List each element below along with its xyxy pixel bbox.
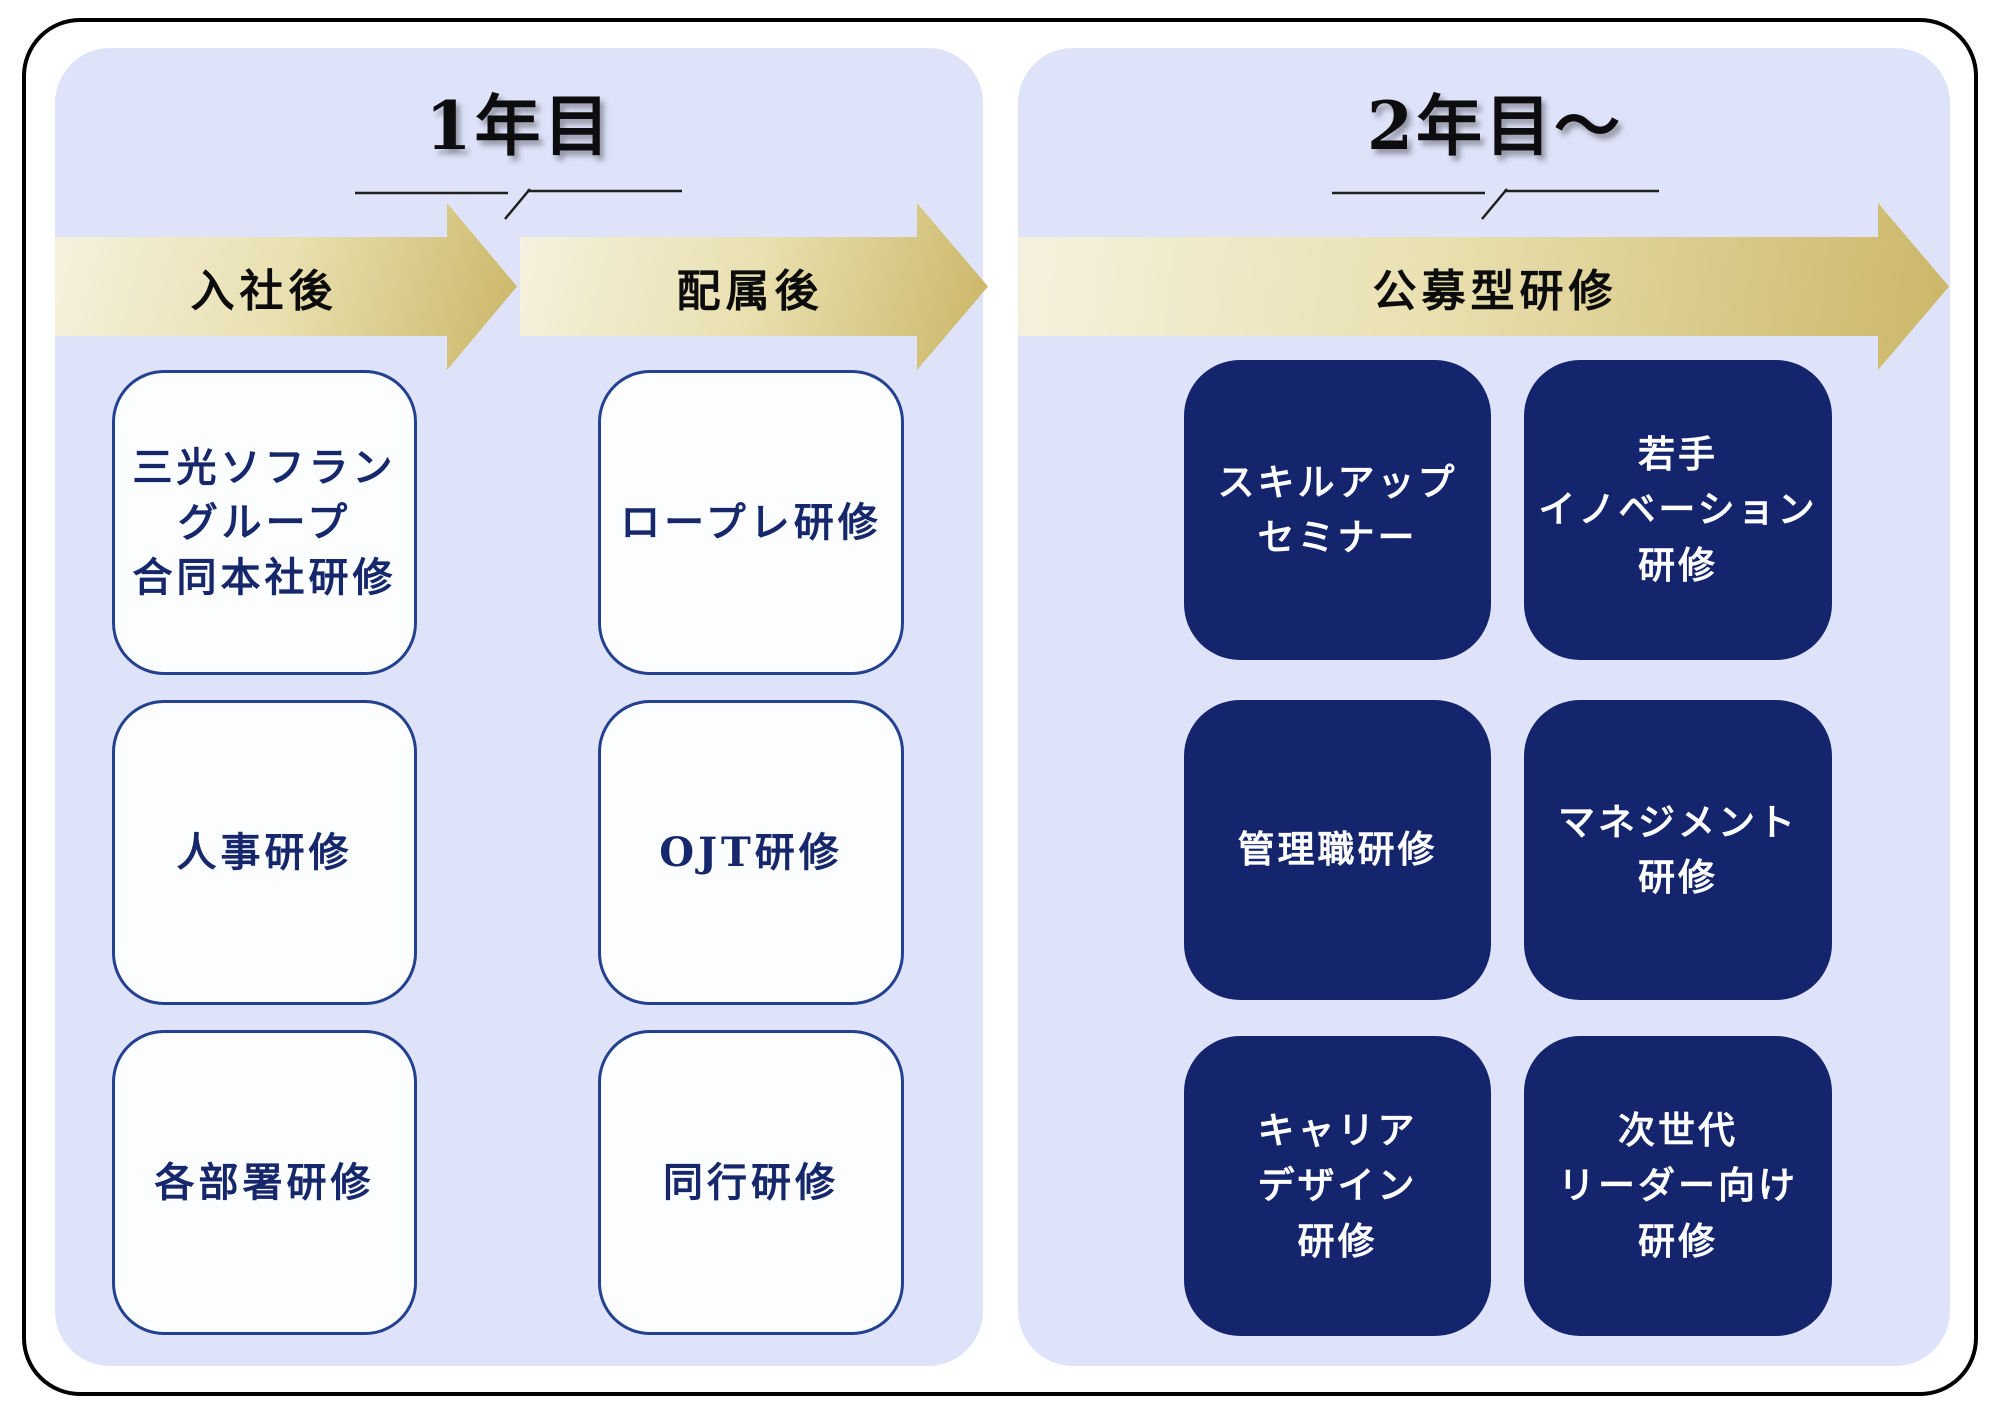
title-year1: 1年目 [425,87,613,165]
title-year2: 2年目〜 [1367,87,1623,165]
arrow-after-assignment [520,203,988,370]
box-management-position-training: 管理職研修 [1184,700,1491,1000]
box-next-gen-leader-training: 次世代 リーダー向け 研修 [1524,1036,1832,1336]
outer-border [22,18,1978,1396]
box-ojt-training: OJT研修 [598,700,904,1005]
box-career-design-training: キャリア デザイン 研修 [1184,1036,1491,1336]
arrow-label-after-assignment: 配属後 [676,265,824,317]
box-roleplay-training: ロープレ研修 [598,370,904,675]
arrow-label-open-recruitment-training: 公募型研修 [1372,265,1618,317]
title-break-mark-year2 [1332,188,1659,220]
arrow-label-after-joining: 入社後 [190,265,338,317]
box-skillup-seminar: スキルアップ セミナー [1184,360,1491,660]
box-sanko-group-joint-hq-training: 三光ソフラン グループ 合同本社研修 [112,370,417,675]
box-hr-training: 人事研修 [112,700,417,1005]
arrow-open-recruitment-training [1018,203,1949,370]
box-accompaniment-training: 同行研修 [598,1030,904,1335]
box-management-training: マネジメント 研修 [1524,700,1832,1000]
arrow-after-joining [55,203,517,370]
box-youth-innovation-training: 若手 イノベーション 研修 [1524,360,1832,660]
box-department-training: 各部署研修 [112,1030,417,1335]
title-break-mark-year1 [355,188,682,220]
